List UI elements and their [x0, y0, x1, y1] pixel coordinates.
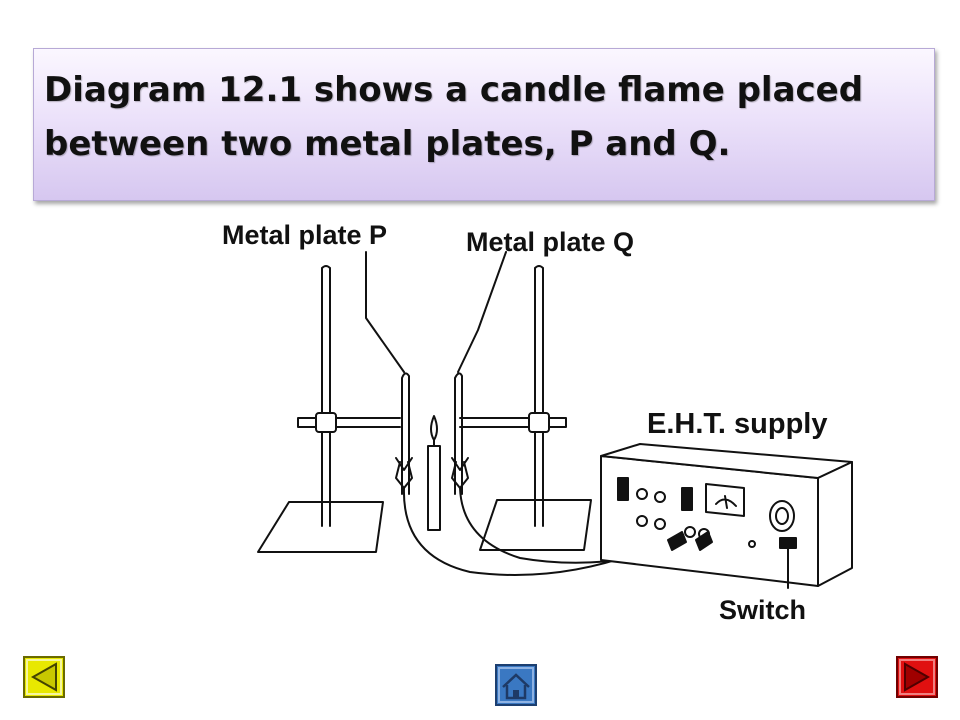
left-boss-head: [315, 412, 337, 433]
right-clamp-arm: [459, 417, 567, 428]
eht-knob-1: [617, 477, 629, 501]
home-button[interactable]: [495, 664, 537, 706]
eht-socket-5: [684, 526, 696, 538]
label-eht-supply: E.H.T. supply: [647, 408, 827, 440]
eht-small-knob: [748, 540, 756, 548]
right-crocodile-clip: [451, 457, 469, 489]
triangle-right-icon: [896, 656, 938, 698]
eht-switch-body: [779, 537, 797, 549]
eht-meter-needle: [715, 495, 737, 509]
label-metal-plate-p: Metal plate P: [222, 220, 387, 250]
plug-right: [695, 531, 713, 551]
slide-title-box: Diagram 12.1 shows a candle flame placed…: [33, 48, 935, 201]
previous-slide-button[interactable]: [23, 656, 65, 698]
candle-flame: [430, 415, 438, 441]
left-stand-base: [257, 501, 384, 553]
right-stand-rod: [534, 265, 544, 527]
label-switch: Switch: [719, 595, 806, 625]
house-icon: [495, 664, 537, 706]
eht-socket-4: [654, 518, 666, 530]
left-clamp-arm: [297, 417, 401, 428]
eht-socket-1: [636, 488, 648, 500]
metal-plate-q: [454, 372, 463, 495]
leader-line-q: [457, 251, 507, 373]
triangle-left-icon: [23, 656, 65, 698]
slide-title-line-2: between two metal plates, P and Q.: [44, 124, 731, 164]
leader-line-p: [365, 251, 405, 373]
right-boss-head: [528, 412, 550, 433]
label-metal-plate-q: Metal plate Q: [466, 227, 634, 257]
left-crocodile-clip: [395, 457, 413, 489]
slide-title-line-1: Diagram 12.1 shows a candle flame placed: [44, 70, 864, 110]
left-stand-rod: [321, 265, 331, 527]
eht-socket-3: [636, 515, 648, 527]
plug-left: [667, 531, 687, 551]
candle-body: [427, 445, 441, 531]
eht-box-side: [817, 461, 853, 587]
eht-knob-2: [681, 487, 693, 511]
metal-plate-p: [401, 372, 410, 495]
eht-main-dial: [769, 500, 795, 532]
next-slide-button[interactable]: [896, 656, 938, 698]
eht-socket-2: [654, 491, 666, 503]
